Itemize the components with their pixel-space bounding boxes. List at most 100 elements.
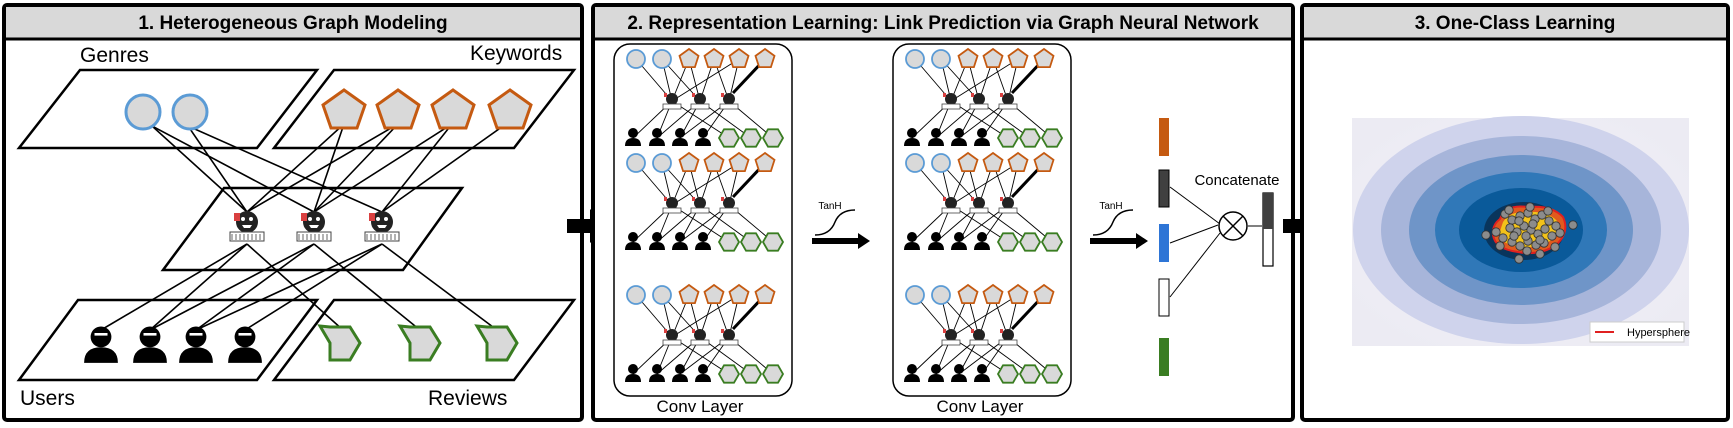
movie-icon (694, 329, 706, 341)
movie-icon-badge (971, 93, 974, 97)
keyword-node (754, 151, 776, 173)
user-icon (652, 128, 662, 138)
embedding-review (1159, 338, 1169, 376)
sample-point (1555, 228, 1565, 238)
movie-icon (694, 197, 706, 209)
user-icon-body (904, 138, 920, 146)
movie-icon (666, 93, 678, 105)
movie-icon-badge (1000, 197, 1003, 201)
movie-icon (945, 197, 957, 209)
user-icon (954, 364, 964, 374)
mini-edge (671, 162, 740, 206)
user-icon (652, 364, 662, 374)
review-node (739, 232, 763, 252)
mini-edge (950, 162, 1019, 206)
movie-icon-base (969, 339, 989, 346)
user-icon-body (904, 242, 920, 250)
user-icon (977, 232, 987, 242)
legend-label: Hypersphere (1627, 327, 1690, 339)
movie-icon-base (662, 103, 682, 110)
sample-point (1504, 205, 1514, 215)
keywords-label: Keywords (470, 42, 562, 65)
panel-header-bg (6, 7, 580, 39)
tanh-curve-icon (1092, 209, 1134, 236)
user-icon (907, 128, 917, 138)
movie-icon-base (719, 103, 739, 110)
arrow-icon (812, 233, 870, 249)
user-icon-body (625, 242, 641, 250)
movie-icon (666, 329, 678, 341)
graph-edges (100, 123, 507, 331)
keyword-node (678, 283, 700, 305)
movie-icon-badge (721, 197, 724, 201)
review-node (717, 128, 741, 148)
genre-node (905, 49, 925, 69)
mini-edge (671, 336, 730, 375)
review-node (717, 232, 741, 252)
movie-icon (945, 93, 957, 105)
movie-icon-base (998, 103, 1018, 110)
mini-graph-stack (625, 47, 1064, 384)
genre-node (124, 93, 162, 131)
movie-icon (973, 329, 985, 341)
review-node (1018, 128, 1042, 148)
review-node (397, 324, 442, 362)
mini-edge (671, 294, 740, 338)
review-node (717, 364, 741, 384)
mini-edge (950, 58, 1019, 102)
user-icon (954, 232, 964, 242)
keyword-node (957, 283, 979, 305)
review-node (1040, 364, 1064, 384)
keyword-node (1033, 151, 1055, 173)
movie-icon-base (998, 339, 1018, 346)
movie-icon (694, 93, 706, 105)
review-node (996, 364, 1020, 384)
genre-node (626, 153, 646, 173)
sample-point (1498, 233, 1508, 243)
movie-icon (1002, 93, 1014, 105)
user-icon (931, 128, 941, 138)
sample-point (1551, 221, 1561, 231)
movie-icon-base (719, 207, 739, 214)
user-icon-body (695, 374, 711, 382)
user-icon-body (649, 374, 665, 382)
user-icon-body (649, 138, 665, 146)
movie-icon-badge (943, 93, 946, 97)
mini-edge (671, 100, 730, 139)
mini-edge (671, 204, 730, 243)
panel-title: 3. One-Class Learning (1415, 13, 1616, 34)
user-icon (698, 232, 708, 242)
movie-icon (945, 329, 957, 341)
sample-point (1521, 231, 1531, 241)
conv-layer-label: Conv Layer (657, 397, 744, 416)
genre-node (652, 153, 672, 173)
genre-node (652, 49, 672, 69)
keyword-node (957, 151, 979, 173)
user-icon (628, 364, 638, 374)
review-node (761, 232, 785, 252)
keyword-node (1033, 47, 1055, 68)
sample-point (1514, 216, 1524, 226)
genre-plane (16, 68, 320, 150)
keyword-node (1007, 151, 1029, 173)
keyword-node (982, 283, 1004, 305)
movie-icon-base (941, 339, 961, 346)
review-node (1040, 232, 1064, 252)
sample-point (1568, 220, 1578, 230)
sample-point (1481, 230, 1491, 240)
movie-icon (973, 197, 985, 209)
movie-icon-badge (1000, 329, 1003, 333)
keyword-node (703, 47, 725, 68)
embedding-keyword (1159, 118, 1169, 156)
movie-icon (723, 329, 735, 341)
keyword-node (754, 47, 776, 68)
mini-edge (950, 204, 1009, 243)
keyword-node (1033, 283, 1055, 305)
panel-title: 2. Representation Learning: Link Predict… (627, 13, 1259, 34)
keyword-node (703, 283, 725, 305)
sample-point (1505, 223, 1515, 233)
sample-points (1481, 202, 1578, 264)
review-node (739, 364, 763, 384)
sample-point (1550, 242, 1560, 252)
genre-node (652, 285, 672, 305)
